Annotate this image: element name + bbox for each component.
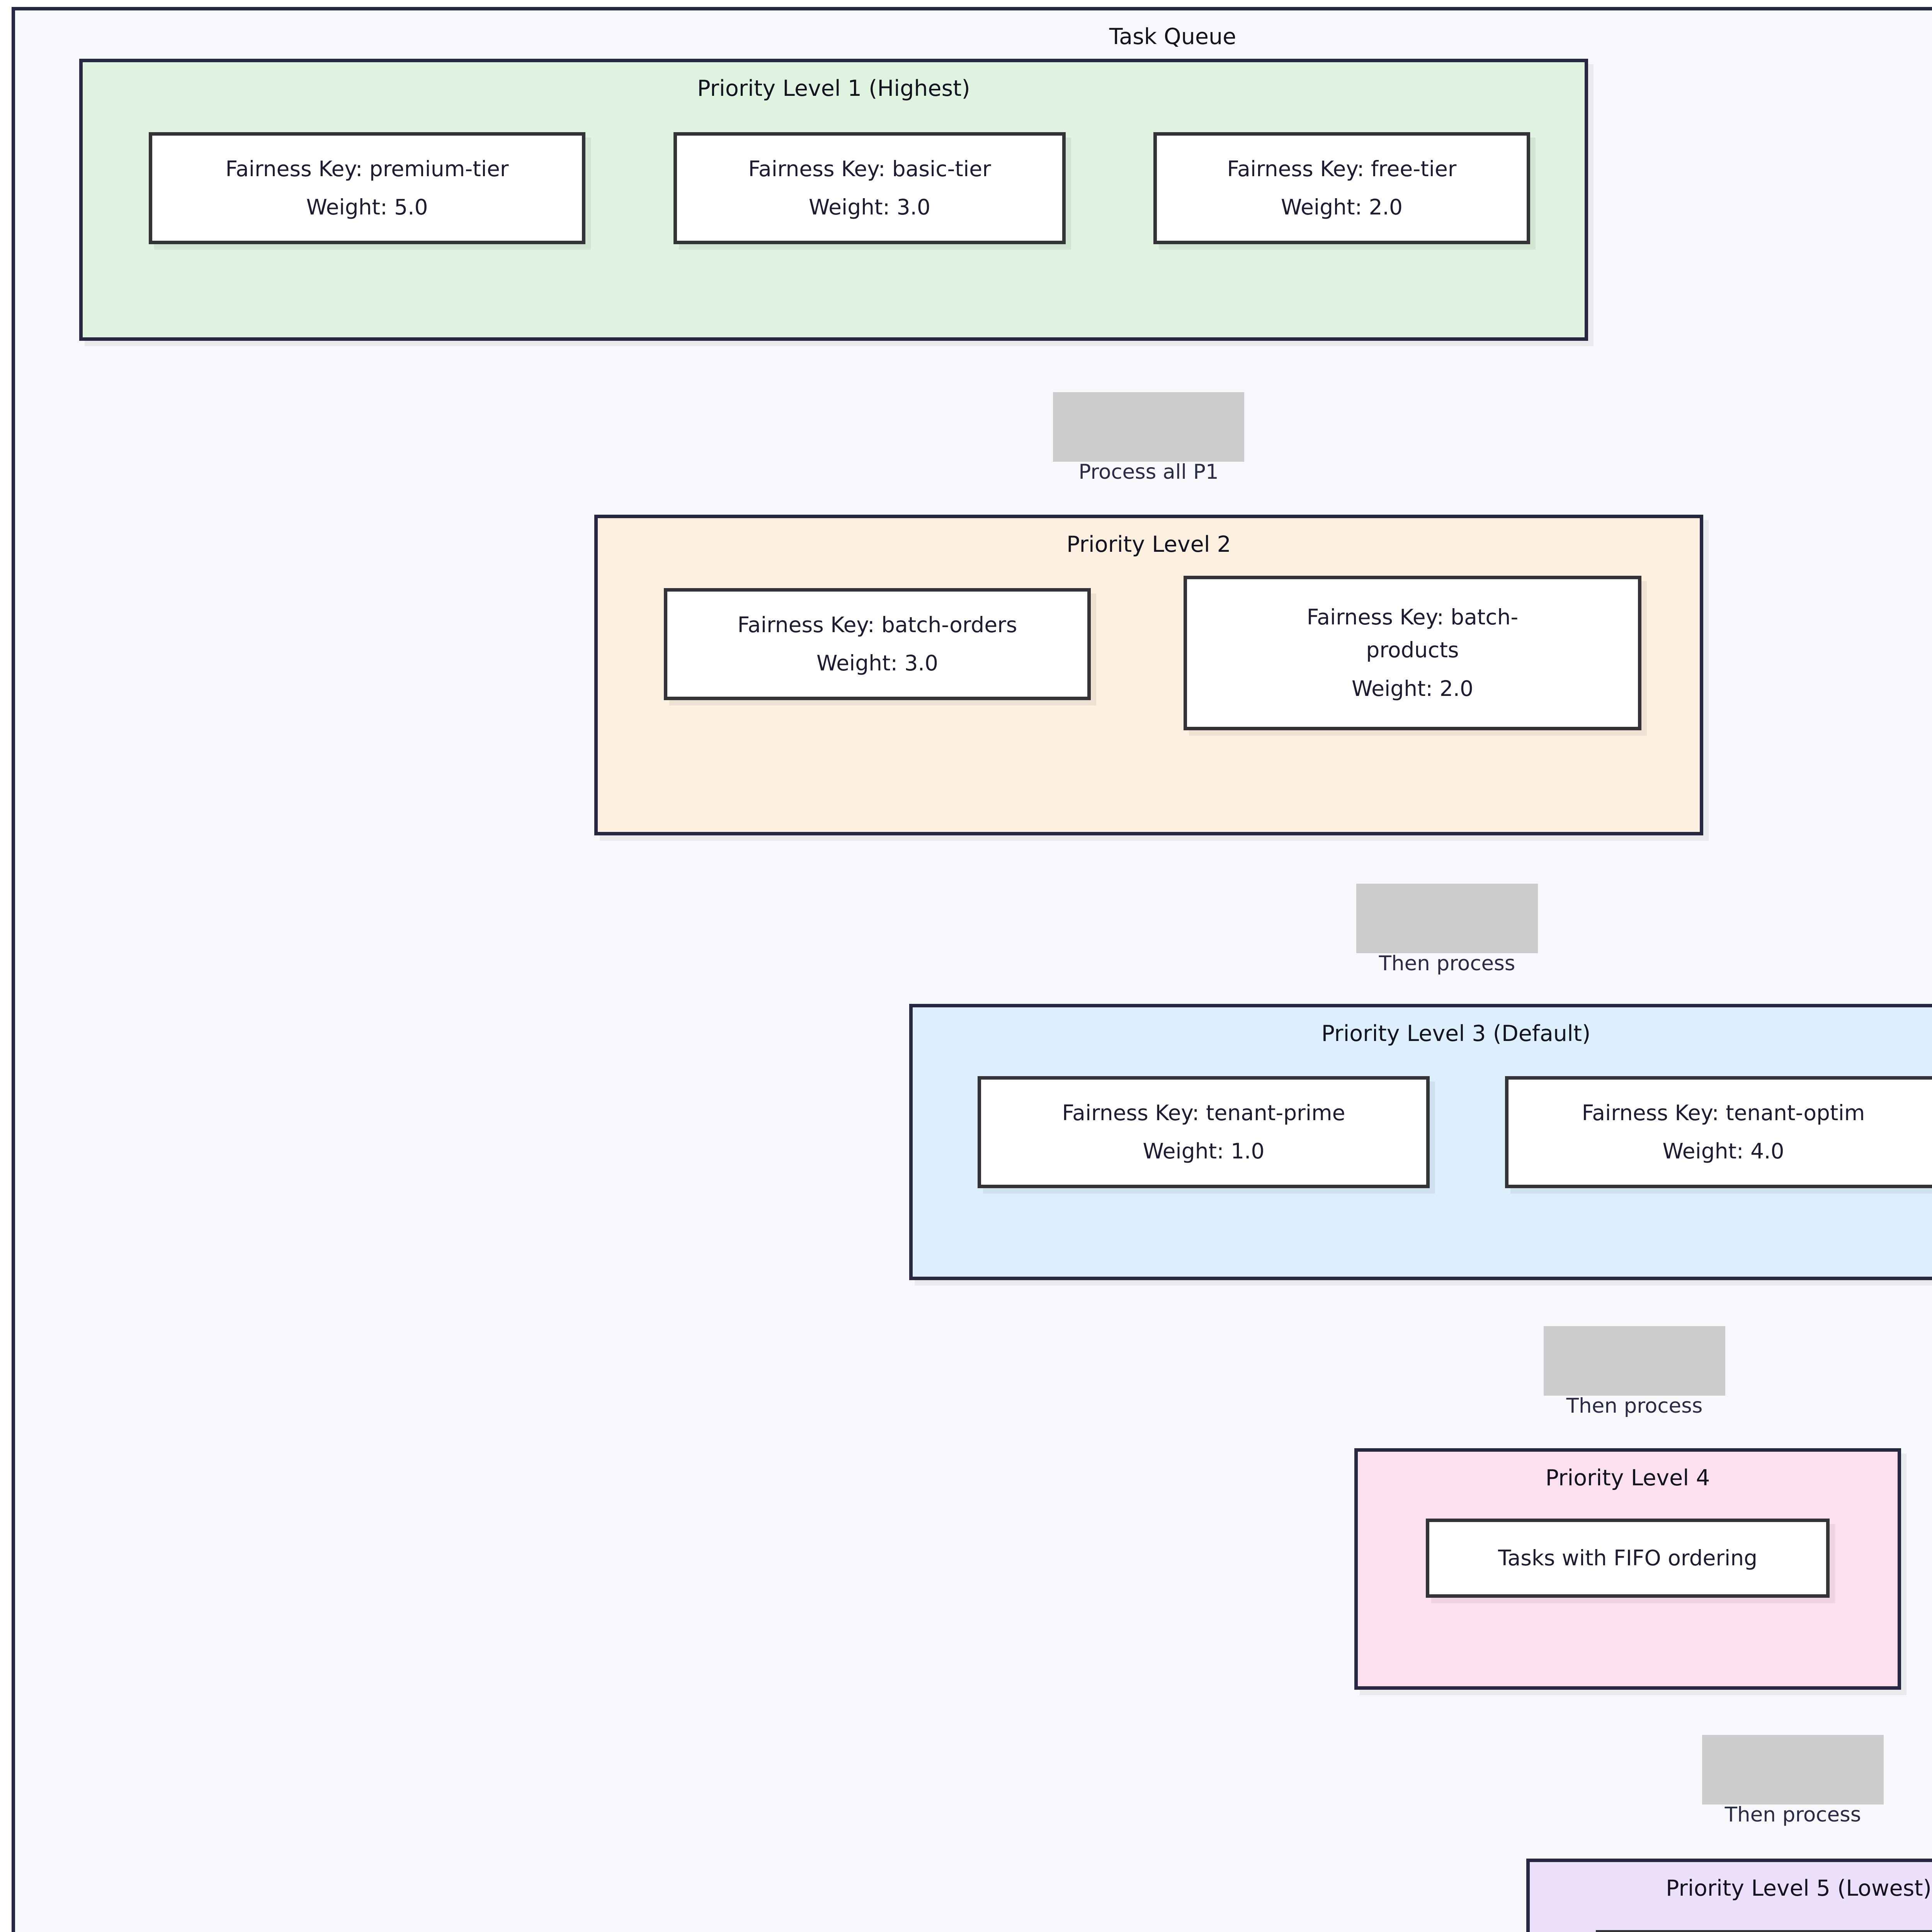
card-fairness-basic-tier: Fairness Key: basic-tier Weight: 3.0 xyxy=(673,132,1066,244)
card-fifo-ordering-p5: Tasks with FIFO ordering xyxy=(1596,1930,1932,1932)
card-weight: Weight: 3.0 xyxy=(816,651,939,675)
card-fairness-batch-orders: Fairness Key: batch-orders Weight: 3.0 xyxy=(664,588,1091,700)
cluster-priority-5 xyxy=(1526,1859,1932,1932)
cluster-priority-2-title: Priority Level 2 xyxy=(1066,532,1231,557)
edge-label-line1: Then process xyxy=(1725,1803,1861,1827)
card-weight: Weight: 4.0 xyxy=(1662,1139,1784,1163)
edge-label-process-all-p1: Process all P1 tasks first xyxy=(1053,392,1244,571)
edge-label-line1: Then process xyxy=(1566,1394,1703,1418)
card-weight: Weight: 1.0 xyxy=(1143,1139,1265,1163)
cluster-priority-3-title: Priority Level 3 (Default) xyxy=(1321,1021,1591,1046)
edge-label-then-process-p4: Then process P4 tasks xyxy=(1702,1735,1884,1913)
edge-label-then-process-p3: Then process P3 tasks xyxy=(1544,1326,1725,1505)
card-fairness-tenant-optim: Fairness Key: tenant-optim Weight: 4.0 xyxy=(1505,1076,1932,1188)
card-key: Fairness Key: tenant-prime xyxy=(1062,1100,1345,1125)
edge-label-line1: Process all P1 xyxy=(1078,460,1219,484)
card-fairness-tenant-prime: Fairness Key: tenant-prime Weight: 1.0 xyxy=(978,1076,1430,1188)
card-weight: Weight: 2.0 xyxy=(1281,195,1403,219)
card-key: Fairness Key: basic-tier xyxy=(748,156,991,181)
card-key: Fairness Key: premium-tier xyxy=(225,156,509,181)
card-weight: Weight: 5.0 xyxy=(306,195,428,219)
card-fairness-free-tier: Fairness Key: free-tier Weight: 2.0 xyxy=(1153,132,1530,244)
task-queue-title: Task Queue xyxy=(1109,24,1236,49)
edge-label-then-process-p2: Then process P2 tasks xyxy=(1356,884,1538,1062)
card-weight: Weight: 3.0 xyxy=(808,195,931,219)
cluster-priority-4-title: Priority Level 4 xyxy=(1545,1465,1710,1491)
card-key: Fairness Key: tenant-optim xyxy=(1582,1100,1865,1125)
cluster-priority-5-title: Priority Level 5 (Lowest) xyxy=(1666,1876,1932,1901)
card-fairness-premium-tier: Fairness Key: premium-tier Weight: 5.0 xyxy=(149,132,585,244)
card-fairness-batch-products: Fairness Key: batch- products Weight: 2.… xyxy=(1184,576,1641,730)
card-key: Tasks with FIFO ordering xyxy=(1498,1545,1757,1570)
card-weight: Weight: 2.0 xyxy=(1351,676,1474,701)
edge-label-line1: Then process xyxy=(1379,951,1515,975)
card-key: Fairness Key: free-tier xyxy=(1227,156,1457,181)
card-key-cont: products xyxy=(1366,638,1459,663)
card-key: Fairness Key: batch- xyxy=(1306,605,1519,630)
card-fifo-ordering-p4: Tasks with FIFO ordering xyxy=(1426,1519,1830,1598)
cluster-priority-1-title: Priority Level 1 (Highest) xyxy=(697,76,970,101)
card-key: Fairness Key: batch-orders xyxy=(737,612,1017,637)
